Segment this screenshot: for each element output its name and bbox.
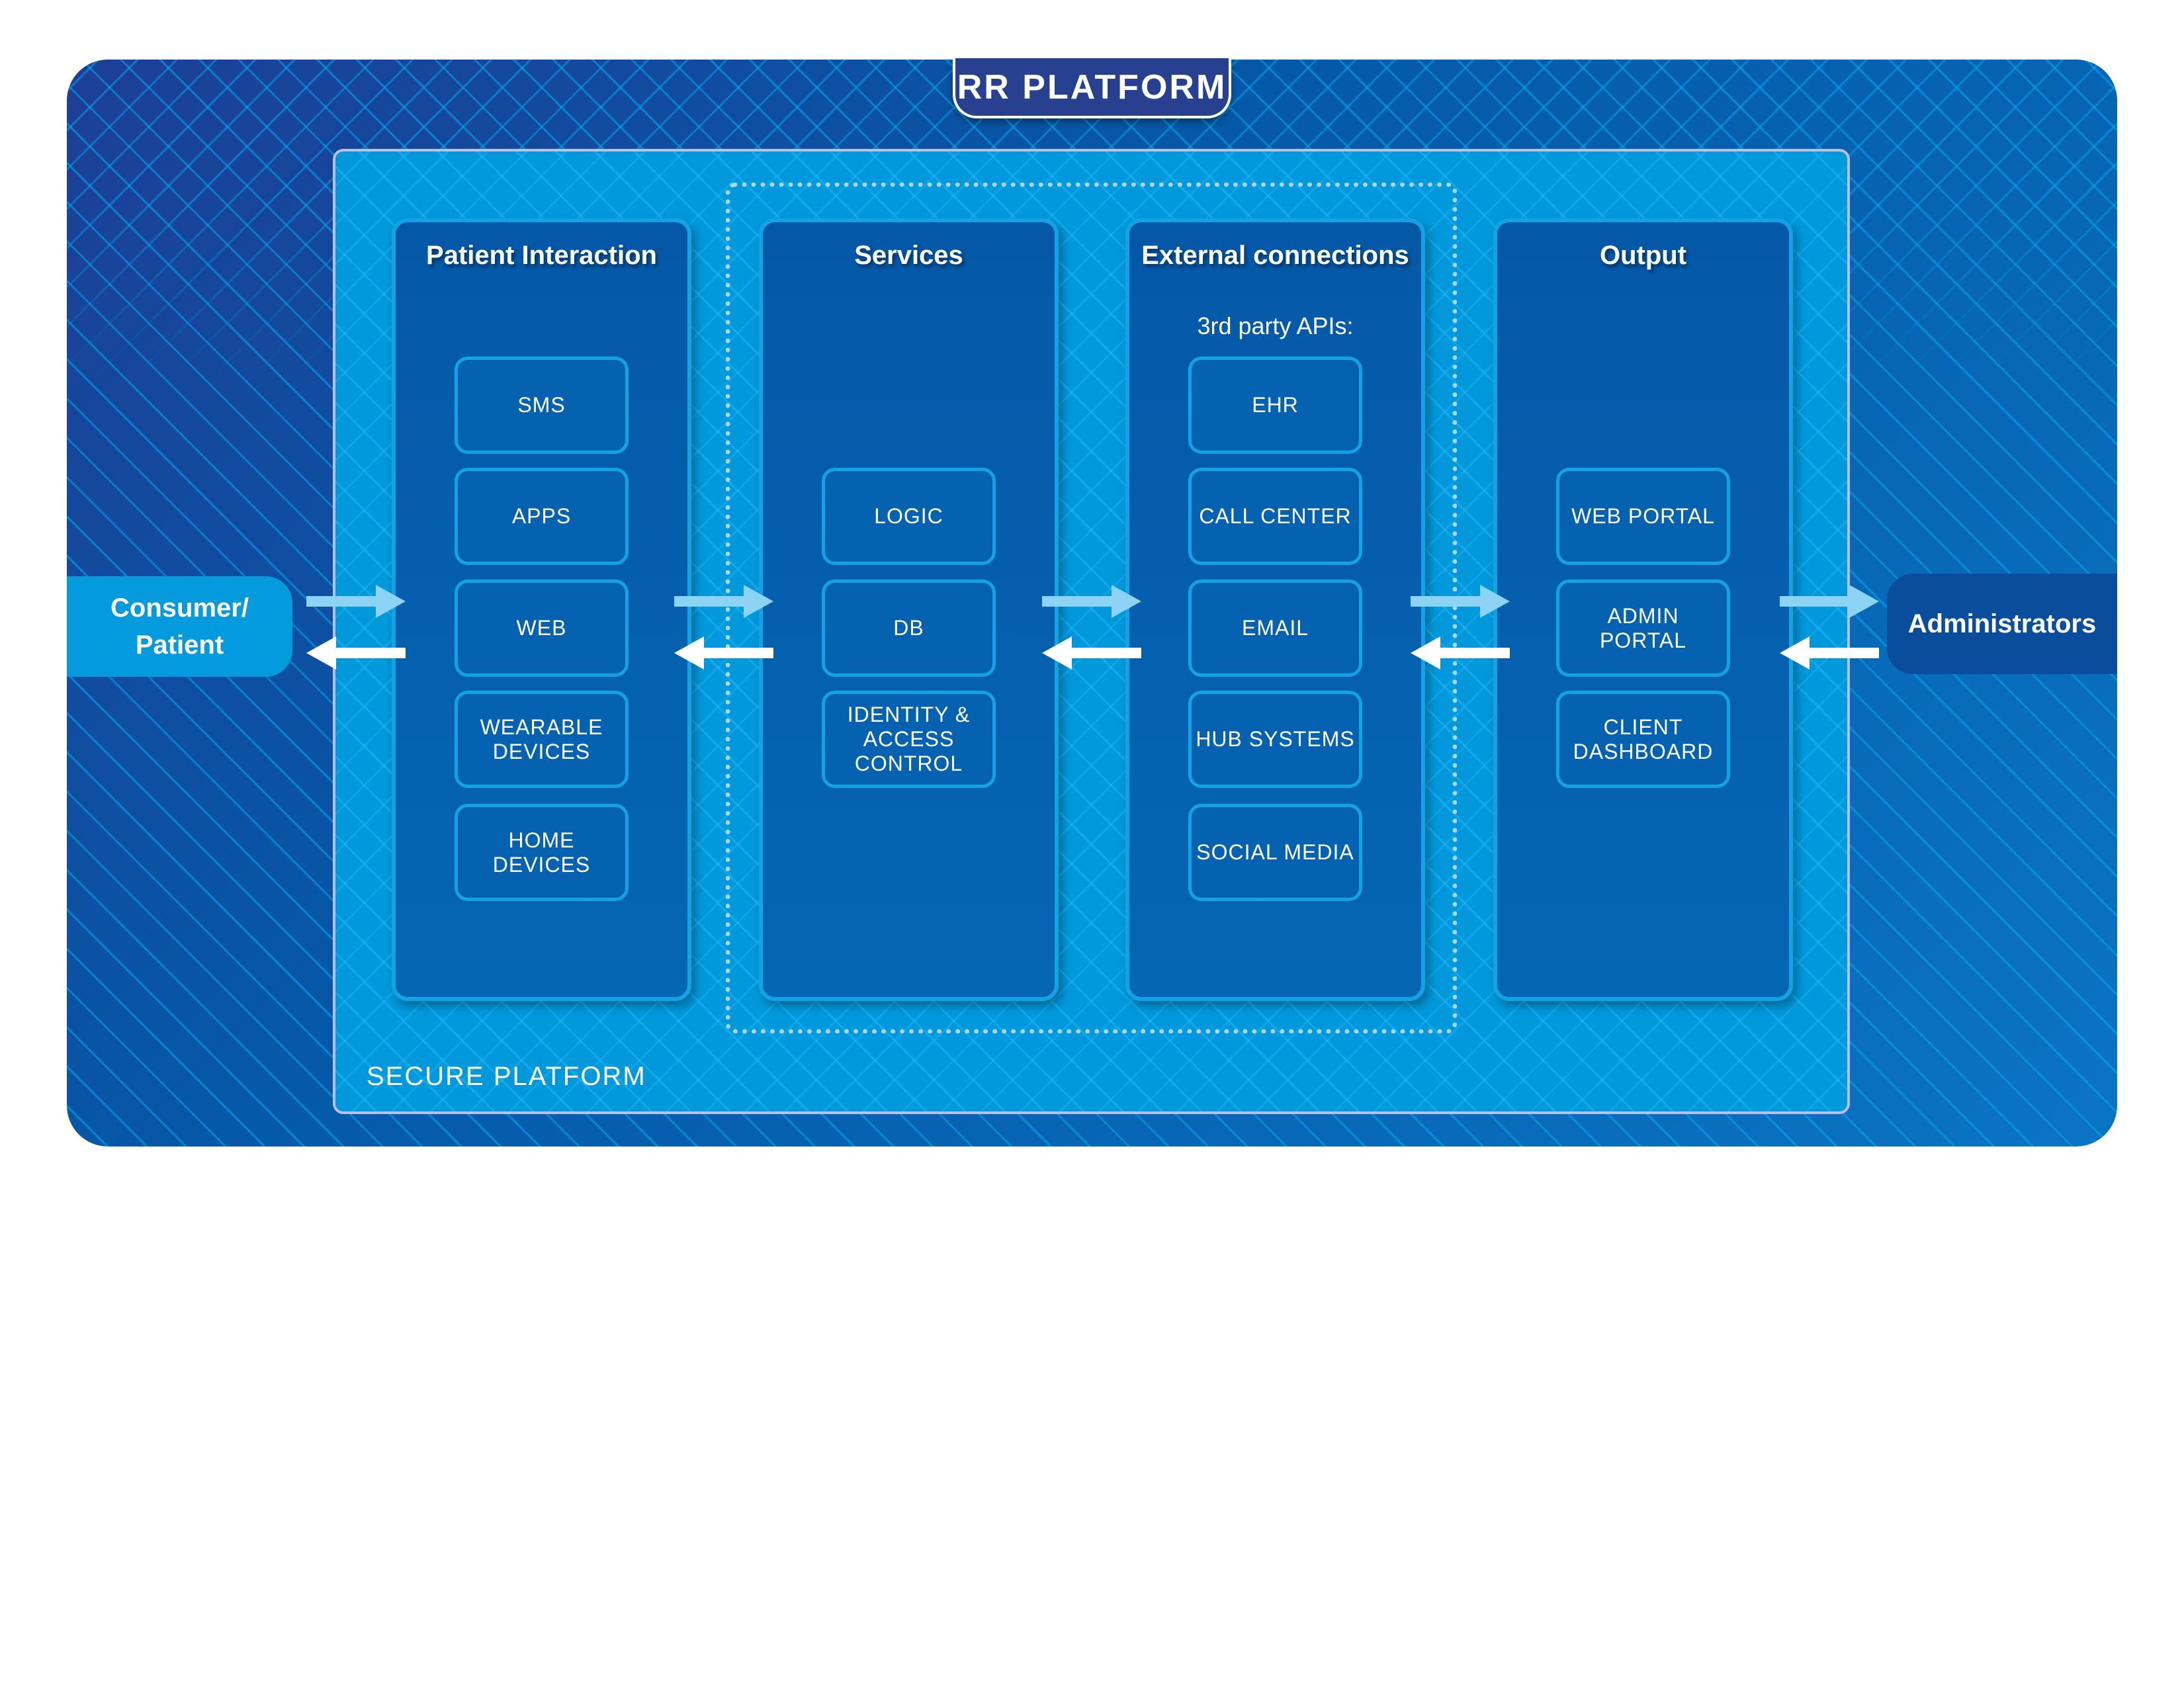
column-title: Services [854, 241, 963, 270]
arrow-right-icon [306, 585, 406, 618]
arrow-right-icon [1042, 585, 1141, 618]
column-title: Output [1599, 241, 1687, 270]
component-box: SMS [455, 357, 629, 454]
component-box: CALL CENTER [1188, 468, 1362, 565]
consumer-patient-actor: Consumer/ Patient [67, 576, 292, 677]
arrow-left-icon [674, 636, 773, 670]
component-box: HOME DEVICES [455, 804, 629, 901]
arrow-right-icon [1780, 585, 1879, 618]
arrow-right-icon [1411, 585, 1510, 618]
column-title: External connections [1141, 241, 1409, 270]
administrators-actor: Administrators [1887, 574, 2117, 674]
component-box: HUB SYSTEMS [1188, 691, 1362, 788]
component-box: APPS [455, 468, 629, 565]
component-box: WEB PORTAL [1556, 468, 1730, 565]
arrow-left-icon [1042, 636, 1141, 670]
arrow-left-icon [1411, 636, 1510, 670]
component-box: LOGIC [822, 468, 996, 565]
component-box: WEARABLE DEVICES [455, 691, 629, 788]
column-title: Patient Interaction [426, 241, 657, 270]
component-box: IDENTITY & ACCESS CONTROL [822, 691, 996, 788]
component-box: EMAIL [1188, 580, 1362, 677]
component-box: SOCIAL MEDIA [1188, 804, 1362, 901]
component-box: WEB [455, 580, 629, 677]
arrow-left-icon [306, 636, 406, 670]
arrow-left-icon [1780, 636, 1879, 670]
platform-title: RR PLATFORM [953, 58, 1231, 118]
component-box: CLIENT DASHBOARD [1556, 691, 1730, 788]
component-box: EHR [1188, 357, 1362, 454]
secure-platform-label: SECURE PLATFORM [367, 1062, 646, 1091]
component-box: DB [822, 580, 996, 677]
column-subtitle: 3rd party APIs: [1197, 312, 1354, 339]
component-box: ADMIN PORTAL [1556, 580, 1730, 677]
arrow-right-icon [674, 585, 773, 618]
dotted-group-boundary [726, 183, 1457, 1033]
